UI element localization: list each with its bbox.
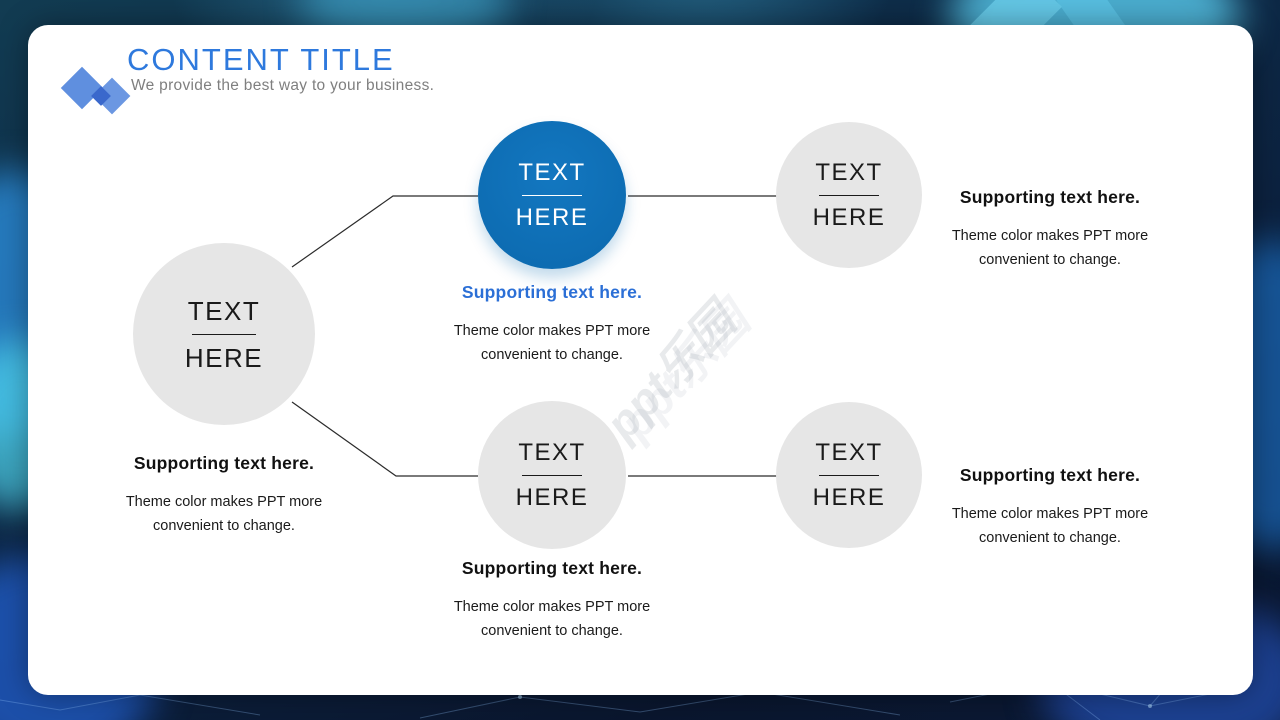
node-top-right-divider (819, 194, 879, 196)
node-bottom-center-divider (522, 474, 582, 476)
support-bottom-right-body: Theme color makes PPT more convenient to… (900, 502, 1200, 550)
node-top-center: TEXT HERE (478, 121, 626, 269)
support-top-right-heading: Supporting text here. (959, 187, 1141, 207)
support-block-bottom-center: Supporting text here. Theme color makes … (402, 558, 702, 643)
node-left-here: HERE (184, 342, 264, 373)
support-left-body: Theme color makes PPT more convenient to… (74, 490, 374, 538)
support-bottom-center-body-line1: Theme color makes PPT more (453, 599, 651, 615)
support-top-center-body-line1: Theme color makes PPT more (453, 323, 651, 339)
support-top-right-body-line1: Theme color makes PPT more (951, 228, 1149, 244)
support-bottom-center-body: Theme color makes PPT more convenient to… (402, 595, 702, 643)
support-block-left: Supporting text here. Theme color makes … (74, 453, 374, 538)
support-bottom-right-body-line1: Theme color makes PPT more (951, 506, 1149, 522)
node-bottom-center: TEXT HERE (478, 401, 626, 549)
node-left: TEXT HERE (133, 243, 315, 425)
support-block-top-right: Supporting text here. Theme color makes … (900, 187, 1200, 272)
node-top-center-divider (522, 194, 582, 196)
support-block-top-center: Supporting text here. Theme color makes … (402, 282, 702, 367)
node-bottom-right-divider (819, 474, 879, 476)
page-subtitle: We provide the best way to your business… (131, 77, 435, 94)
support-left-heading: Supporting text here. (133, 453, 315, 473)
node-top-center-text: TEXT (518, 158, 586, 186)
support-top-center-heading: Supporting text here. (461, 282, 643, 302)
connector-lines (291, 195, 777, 477)
support-top-center-body-line2: convenient to change. (481, 347, 623, 363)
node-top-right-here: HERE (812, 203, 886, 231)
node-top-center-here: HERE (515, 203, 589, 231)
support-bottom-center-body-line2: convenient to change. (481, 623, 623, 639)
node-top-right-text: TEXT (815, 158, 883, 186)
support-top-center-body: Theme color makes PPT more convenient to… (402, 319, 702, 367)
support-left-body-line1: Theme color makes PPT more (125, 494, 323, 510)
node-bottom-right: TEXT HERE (776, 402, 922, 548)
slide-card: CONTENT TITLE We provide the best way to… (28, 25, 1253, 695)
node-bottom-right-here: HERE (812, 483, 886, 511)
page-title: CONTENT TITLE (127, 42, 395, 77)
node-bottom-right-text: TEXT (815, 438, 883, 466)
node-bottom-center-text: TEXT (518, 438, 586, 466)
support-left-body-line2: convenient to change. (153, 518, 295, 534)
support-bottom-center-heading: Supporting text here. (461, 558, 643, 578)
support-bottom-right-body-line2: convenient to change. (979, 530, 1121, 546)
support-top-right-body-line2: convenient to change. (979, 252, 1121, 268)
support-top-right-body: Theme color makes PPT more convenient to… (900, 224, 1200, 272)
support-bottom-right-heading: Supporting text here. (959, 465, 1141, 485)
support-block-bottom-right: Supporting text here. Theme color makes … (900, 465, 1200, 550)
node-left-text: TEXT (187, 295, 261, 326)
node-left-divider (192, 333, 256, 335)
node-top-right: TEXT HERE (776, 122, 922, 268)
node-bottom-center-here: HERE (515, 483, 589, 511)
